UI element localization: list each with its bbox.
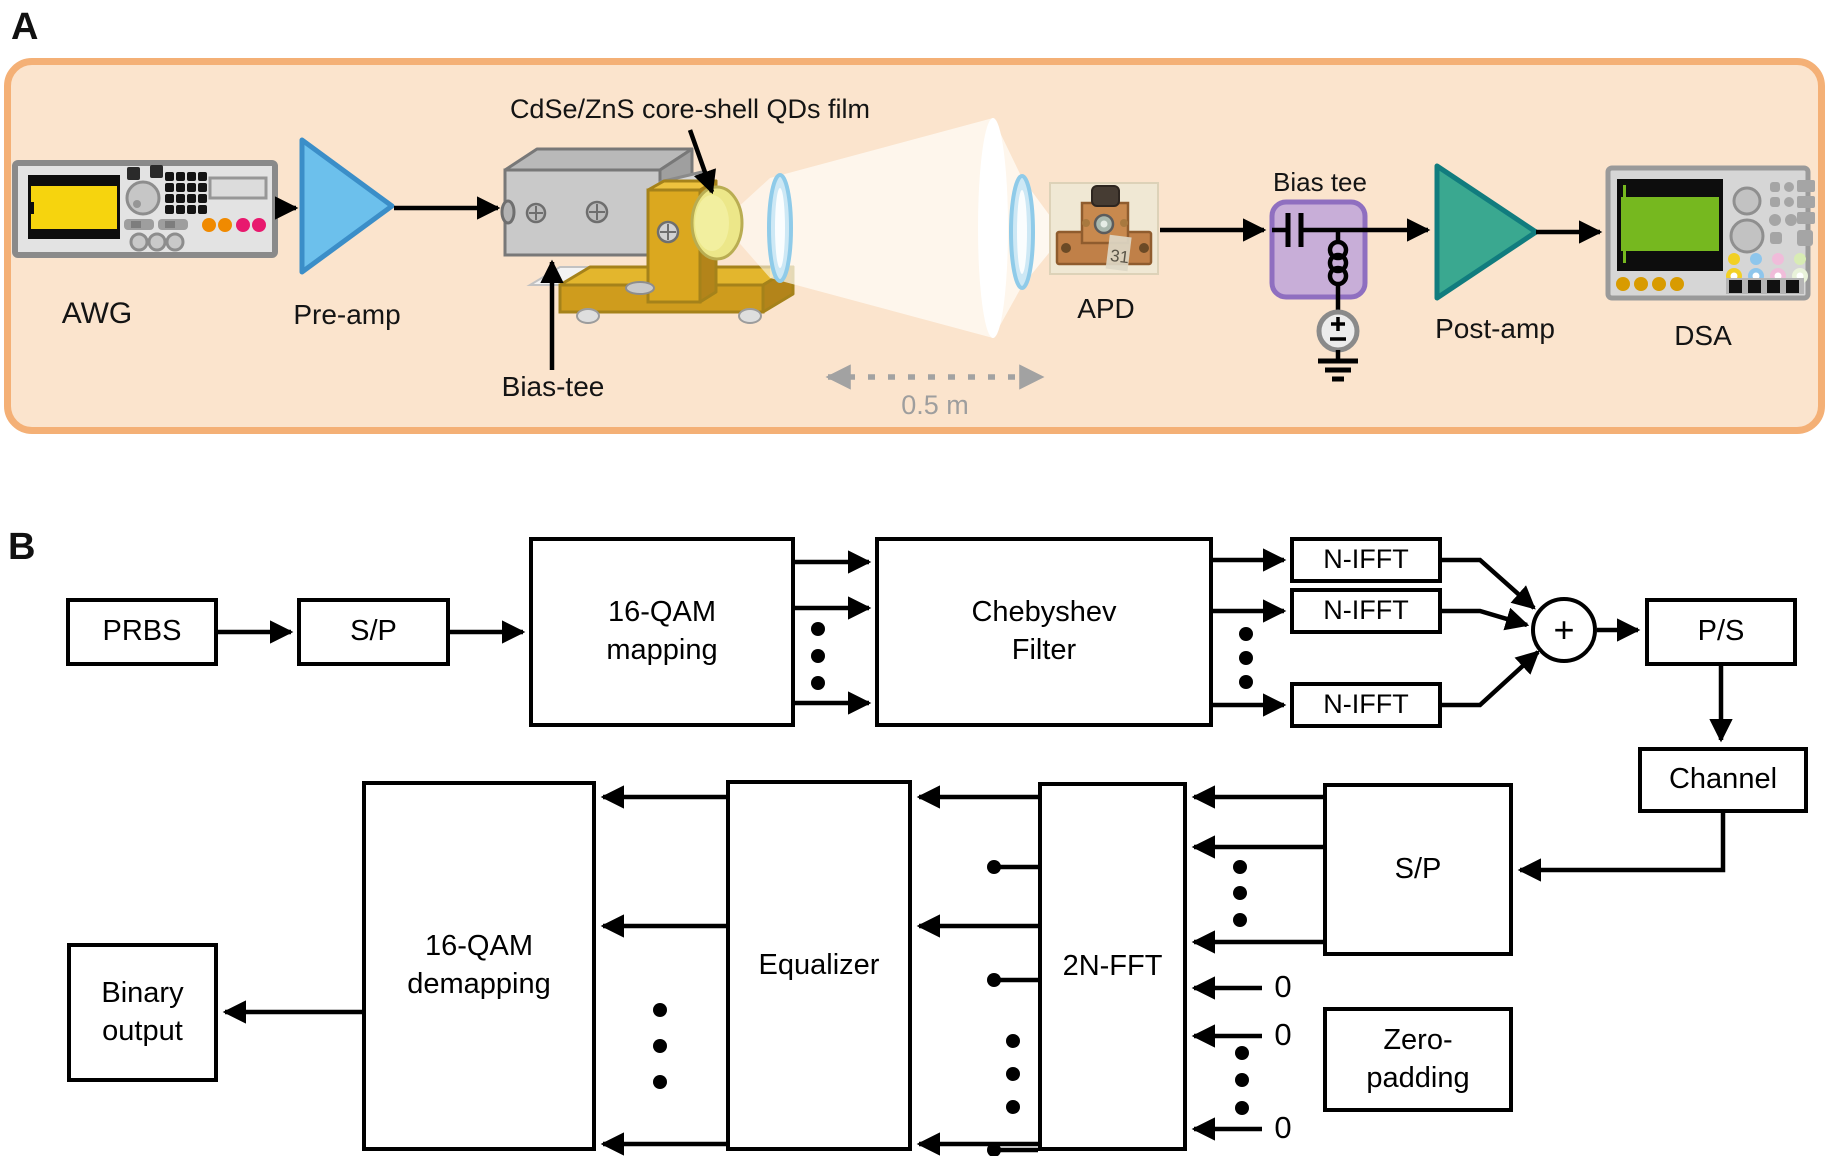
lens-icon bbox=[767, 173, 793, 283]
bias-tee-tx-label: Bias-tee bbox=[501, 371, 605, 402]
block-zero-padding: Zero- padding bbox=[1323, 1007, 1513, 1112]
block-qam-mapping: 16-QAM mapping bbox=[529, 537, 795, 727]
block-n-ifft-3: N-IFFT bbox=[1290, 682, 1442, 728]
block-2n-fft: 2N-FFT bbox=[1038, 782, 1187, 1151]
dsa-label: DSA bbox=[1674, 320, 1732, 351]
post-amp-icon bbox=[1434, 163, 1539, 301]
block-sp-tx: S/P bbox=[297, 598, 450, 666]
apd-label: APD bbox=[1077, 293, 1135, 324]
arrow bbox=[1517, 813, 1726, 882]
block-prbs: PRBS bbox=[66, 598, 218, 666]
qd-film-label: CdSe/ZnS core-shell QDs film bbox=[509, 94, 871, 124]
block-n-ifft-2: N-IFFT bbox=[1290, 588, 1442, 634]
bias-tee-rx-circuit-icon bbox=[1269, 199, 1431, 382]
qd-film-disc-highlight bbox=[695, 195, 729, 251]
panel-b-connectors bbox=[218, 548, 1733, 1156]
zero-input-label-2: 0 bbox=[1274, 1017, 1292, 1052]
distance-label: 0.5 m bbox=[901, 390, 969, 420]
panel-a-signal-arrows bbox=[274, 196, 1603, 244]
arrow bbox=[1442, 650, 1540, 708]
bias-tee-rx-label: Bias tee bbox=[1273, 167, 1367, 197]
arrow bbox=[1442, 607, 1530, 631]
block-ps: P/S bbox=[1645, 598, 1797, 666]
arrow bbox=[1442, 557, 1536, 610]
ellipsis-dots bbox=[653, 622, 1253, 1115]
post-amp-label: Post-amp bbox=[1435, 313, 1555, 344]
block-binary-output: Binary output bbox=[67, 943, 218, 1082]
panel-a-letter: A bbox=[11, 6, 39, 48]
apd-sticker-text: 31 bbox=[1109, 246, 1130, 267]
pre-amp-icon bbox=[299, 137, 395, 275]
awg-label: AWG bbox=[61, 297, 133, 330]
block-chebyshev-filter: Chebyshev Filter bbox=[875, 537, 1213, 727]
discard-stub-dots bbox=[987, 860, 1001, 1156]
collimating-lens-icon bbox=[978, 118, 1008, 338]
awg-instrument-icon bbox=[12, 160, 278, 258]
zero-input-label-1: 0 bbox=[1274, 969, 1292, 1004]
summation-node: + bbox=[1531, 597, 1597, 663]
lens-icon-2 bbox=[1009, 174, 1035, 290]
block-n-ifft-1: N-IFFT bbox=[1290, 537, 1442, 583]
dsa-instrument-icon bbox=[1605, 165, 1815, 301]
zero-input-label-3: 0 bbox=[1274, 1110, 1292, 1145]
block-channel: Channel bbox=[1638, 747, 1808, 813]
block-qam-demapping: 16-QAM demapping bbox=[362, 781, 596, 1151]
apd-photo-icon: 31 bbox=[1049, 182, 1159, 275]
panel-b-letter: B bbox=[8, 526, 36, 568]
block-equalizer: Equalizer bbox=[726, 780, 912, 1151]
qd-film-pointer-arrow bbox=[687, 129, 716, 195]
pre-amp-label: Pre-amp bbox=[293, 299, 401, 330]
block-sp-rx: S/P bbox=[1323, 783, 1513, 956]
